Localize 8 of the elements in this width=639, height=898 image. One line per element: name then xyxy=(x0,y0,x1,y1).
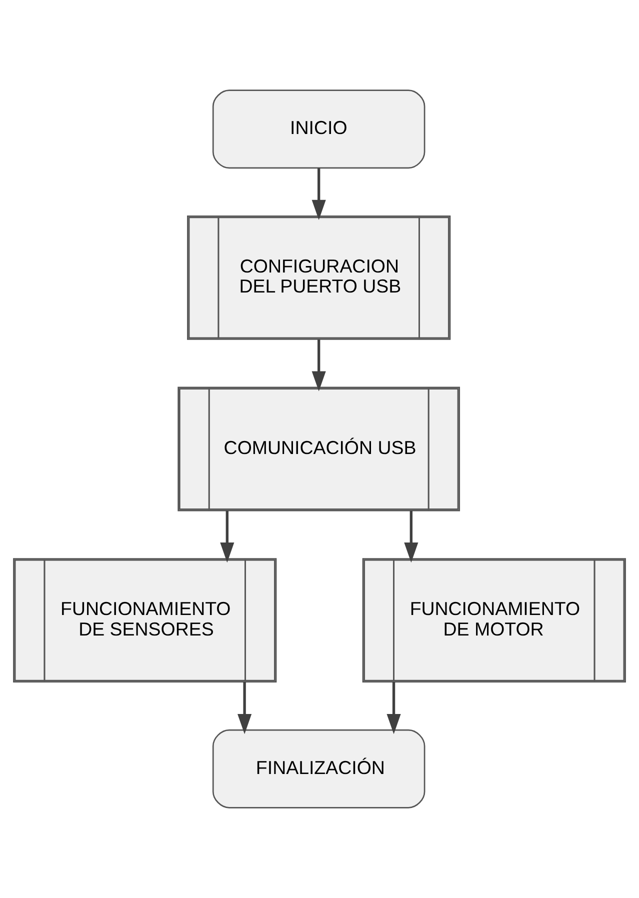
node-box: FINALIZACIÓN xyxy=(212,729,426,808)
arrow xyxy=(312,168,326,220)
node-box: INICIO xyxy=(212,90,426,169)
arrow xyxy=(238,682,252,734)
arrow xyxy=(312,340,326,392)
arrow xyxy=(404,510,418,563)
arrow xyxy=(386,682,401,734)
arrow xyxy=(220,510,234,563)
